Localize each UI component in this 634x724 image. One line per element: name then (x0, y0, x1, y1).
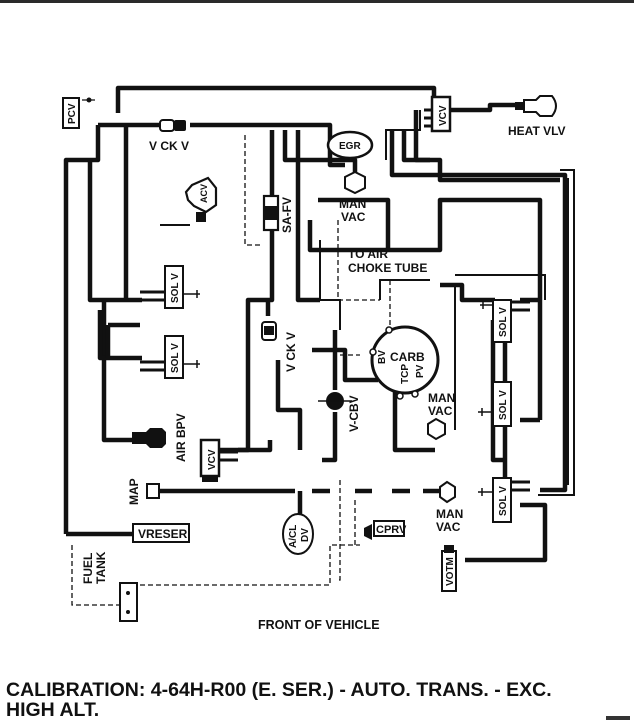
vcv-bottom-label: VCV (207, 449, 218, 470)
v-cbv-label: V-CBV (347, 395, 361, 432)
cprv: CPRV (364, 520, 407, 540)
acl-dv-line2: DV (300, 528, 311, 542)
man-vac-2-line2: VAC (428, 404, 453, 418)
sol-v-4: SOL V (478, 381, 512, 427)
vreser-label: VRESER (138, 527, 188, 541)
vacuum-hoses (63, 85, 568, 563)
acl-dv-line1: A/CL (288, 525, 299, 548)
man-vac-2-line1: MAN (428, 391, 455, 405)
vcv-bottom: VCV (199, 438, 238, 482)
sol-v-5: SOL V (478, 477, 530, 523)
to-air-label-line1: TO AIR (348, 247, 388, 261)
vreser: VRESER (132, 523, 190, 543)
v-cbv: V-CBV (318, 392, 361, 432)
man-vac-2: MAN VAC (427, 391, 455, 441)
carb-label: CARB (390, 350, 425, 364)
sol-v-2: SOL V (140, 335, 200, 379)
sol-v-1-label: SOL V (170, 273, 181, 303)
map-label: MAP (127, 478, 141, 505)
man-vac-3: MAN VAC (436, 480, 463, 534)
pcv-label: PCV (67, 103, 78, 124)
fuel-tank: FUEL TANK (81, 551, 138, 622)
carburetor: CARB BV TCP PV (369, 325, 440, 400)
front-of-vehicle-label: FRONT OF VEHICLE (258, 618, 380, 632)
air-bpv-label: AIR BPV (174, 413, 188, 462)
sol-v-3: SOL V (480, 299, 530, 343)
sol-v-5-label: SOL V (498, 486, 509, 516)
heat-vlv-label: HEAT VLV (508, 124, 566, 138)
corner-mark (606, 716, 630, 720)
caption-line-2: HIGH ALT. (6, 699, 100, 721)
heat-valve: HEAT VLV (508, 95, 566, 138)
sa-fv-label: SA-FV (280, 197, 294, 233)
cprv-label: CPRV (376, 524, 407, 536)
sa-fv-valve: SA-FV (262, 194, 294, 233)
fuel-tank-line2: TANK (94, 551, 108, 584)
vcv-top-label: VCV (438, 105, 449, 126)
to-air-label-line2: CHOKE TUBE (348, 261, 427, 275)
map-sensor: MAP (127, 478, 160, 505)
vacuum-hoses-thin (160, 110, 575, 496)
vck-v-top: V CK V (149, 119, 189, 153)
vck-v-top-label: V CK V (149, 139, 189, 153)
acl-dv: A/CL DV (282, 513, 314, 555)
caption-line-1: CALIBRATION: 4-64H-R00 (E. SER.) - AUTO.… (6, 679, 552, 701)
votm: VOTM (441, 545, 457, 592)
sol-v-1: SOL V (140, 265, 200, 309)
pv-label: PV (415, 364, 426, 378)
man-vac-1: MAN VAC (339, 170, 366, 224)
sol-v-2-label: SOL V (170, 343, 181, 373)
fuel-tank-line1: FUEL (81, 553, 95, 584)
man-vac-1-line2: VAC (341, 210, 366, 224)
acv-valve: ACV (184, 176, 218, 222)
top-border (0, 0, 634, 3)
vcv-top: VCV (424, 95, 452, 133)
vck-v-mid: V CK V (261, 321, 298, 372)
tcp-label: TCP (400, 364, 411, 384)
bv-label: BV (377, 350, 388, 364)
egr-valve: EGR (326, 130, 374, 160)
to-air-choke-tube: TO AIR CHOKE TUBE (348, 247, 427, 275)
sol-v-3-label: SOL V (498, 307, 509, 337)
pcv-box: PCV (62, 97, 92, 129)
acv-label: ACV (199, 184, 209, 203)
electrical-leads (71, 99, 391, 606)
vck-v-mid-label: V CK V (284, 332, 298, 372)
calibration-caption: CALIBRATION: 4-64H-R00 (E. SER.) - AUTO.… (6, 680, 606, 720)
air-bpv: AIR BPV (132, 413, 188, 462)
votm-label: VOTM (445, 557, 456, 586)
man-vac-3-line1: MAN (436, 507, 463, 521)
sol-v-4-label: SOL V (498, 390, 509, 420)
man-vac-1-line1: MAN (339, 197, 366, 211)
man-vac-3-line2: VAC (436, 520, 461, 534)
egr-label: EGR (339, 141, 361, 152)
